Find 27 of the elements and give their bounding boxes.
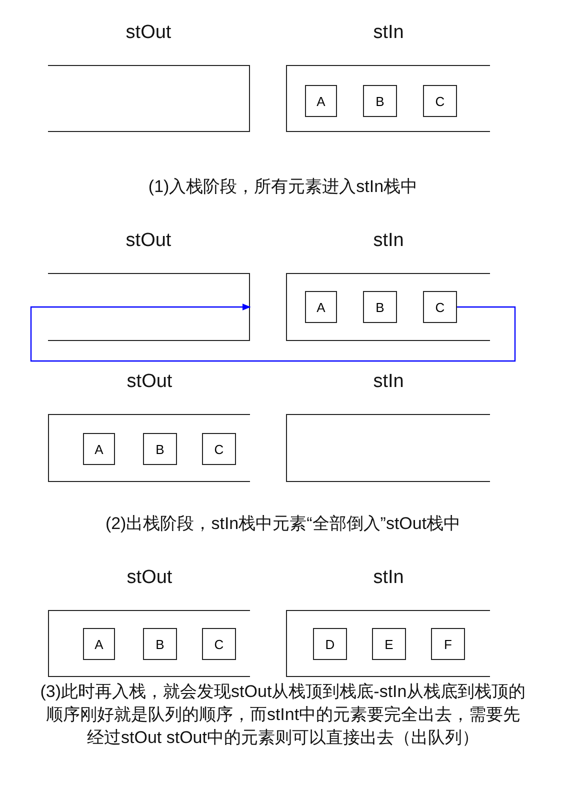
stack-element: A [305, 85, 337, 117]
stack-element: A [83, 628, 115, 660]
stack-element: C [202, 433, 236, 465]
stack-label: stIn [372, 22, 405, 44]
stack-label: stIn [372, 371, 405, 393]
caption: (3)此时再入栈，就会发现stOut从栈顶到栈底-stIn从栈底到栈顶的顺序刚好就是队列的顺序，而stInt中的元素要完全出去，需要先经过stOut stOut中的元素则可以直接出去（出队列） [40, 681, 526, 749]
stack-element: C [202, 628, 236, 660]
stack-element: C [423, 291, 457, 323]
stack-label: stIn [372, 567, 405, 589]
stack-element: C [423, 85, 457, 117]
stack-label: stOut [124, 230, 172, 252]
stack-element: E [372, 628, 406, 660]
stack-element: B [363, 291, 397, 323]
stack-element: B [363, 85, 397, 117]
stack-element: B [143, 628, 177, 660]
caption: (1)入栈阶段，所有元素进入stIn栈中 [147, 176, 419, 198]
stack-element: B [143, 433, 177, 465]
stack-label: stIn [372, 230, 405, 252]
stack-label: stOut [126, 371, 174, 393]
stack-element: A [305, 291, 337, 323]
caption: (2)出栈阶段，stIn栈中元素“全部倒入”stOut栈中 [104, 513, 462, 535]
stack-element: D [313, 628, 347, 660]
stack-label: stOut [126, 567, 174, 589]
stack-element: F [431, 628, 465, 660]
stack-element: A [83, 433, 115, 465]
arrow [30, 304, 516, 362]
stack-label: stOut [124, 22, 172, 44]
